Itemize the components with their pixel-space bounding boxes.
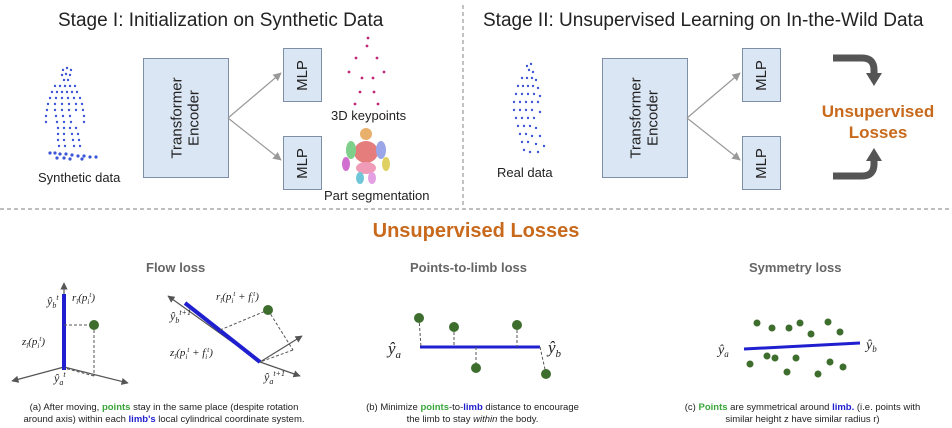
points-highlight: Points <box>698 402 728 413</box>
part-segmentation-label: Part segmentation <box>324 188 430 203</box>
symmetry-caption: (c) Points are symmetrical around limb. … <box>684 402 921 425</box>
stage1-mlp-bottom: MLP <box>283 136 322 190</box>
losses-line-2: Losses <box>848 123 908 142</box>
stage1-transformer-encoder: Transformer Encoder <box>143 58 229 178</box>
within-emphasis: within <box>473 414 498 425</box>
limb-highlight: limb's <box>128 414 156 425</box>
svg-text:rî(pit + fit): rî(pit + fit) <box>216 290 259 305</box>
stage1-title: Stage I: Initialization on Synthetic Dat… <box>58 10 384 31</box>
svg-text:ŷat: ŷat <box>53 370 66 387</box>
points-to-limb-title: Points-to-limb loss <box>410 260 527 275</box>
stage2-mlp-bottom: MLP <box>742 136 781 190</box>
svg-text:zî(pit + fit): zî(pit + fit) <box>169 346 213 361</box>
svg-text:ŷb: ŷb <box>864 338 877 354</box>
losses-section-title: Unsupervised Losses <box>372 220 580 242</box>
flow-loss-caption: (a) After moving, points stay in the sam… <box>23 402 305 425</box>
real-data-label: Real data <box>497 165 553 180</box>
stage1-mlp-top: MLP <box>283 48 322 102</box>
limb-highlight: limb <box>463 402 483 413</box>
points-highlight: points <box>101 402 131 413</box>
flow-loss-title: Flow loss <box>146 260 206 275</box>
unsupervised-losses-badge: Unsupervised Losses <box>808 101 948 143</box>
stage2-title: Stage II: Unsupervised Learning on In-th… <box>483 10 924 31</box>
symmetry-loss-title: Symmetry loss <box>749 260 842 275</box>
stage2-mlp-top: MLP <box>742 48 781 102</box>
limb-highlight: limb. <box>832 402 855 413</box>
synthetic-data-label: Synthetic data <box>38 170 121 185</box>
svg-text:ŷbt: ŷbt <box>46 293 59 310</box>
keypoints-label: 3D keypoints <box>331 108 407 123</box>
svg-text:ŷa: ŷa <box>716 343 729 359</box>
losses-line-1: Unsupervised <box>821 102 935 121</box>
points-highlight: points <box>420 402 449 413</box>
points-to-limb-caption: (b) Minimize points-to-limb distance to … <box>366 402 579 425</box>
